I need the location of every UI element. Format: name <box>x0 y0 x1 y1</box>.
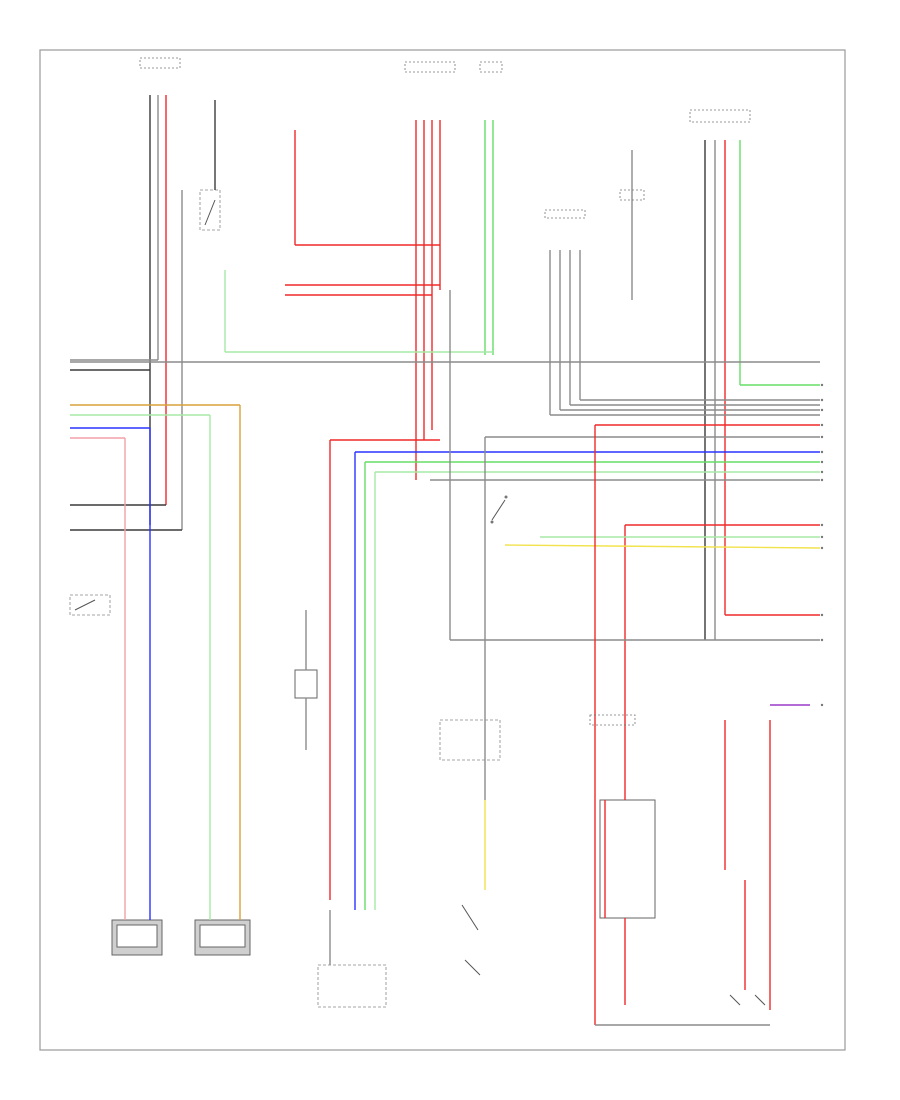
lower-right-relay <box>589 700 656 1005</box>
center-component <box>294 610 318 750</box>
left-colored-wires <box>70 404 241 900</box>
right-edge-terminals <box>820 383 824 707</box>
lower-right-wires <box>449 290 821 1026</box>
red-loop <box>285 130 440 296</box>
top-right-connector <box>689 109 820 640</box>
diagram-frame <box>39 49 846 1051</box>
top-left-switch <box>199 100 221 231</box>
right-feed-wires <box>70 361 820 910</box>
bottom-center-component[interactable] <box>317 910 387 1008</box>
right-lower-component <box>724 720 771 1010</box>
top-left-connector <box>70 57 183 531</box>
bottom-component-tails <box>124 870 241 920</box>
middle-right-connector <box>544 209 820 416</box>
top-center-connector <box>224 61 503 480</box>
mid-switch <box>490 495 508 524</box>
lower-center-switch-chain <box>439 719 501 976</box>
bottom-center-left-component[interactable] <box>194 919 251 956</box>
bottom-left-component[interactable] <box>111 919 163 956</box>
left-middle-component <box>69 594 111 616</box>
right-sensor-wire <box>619 150 645 300</box>
